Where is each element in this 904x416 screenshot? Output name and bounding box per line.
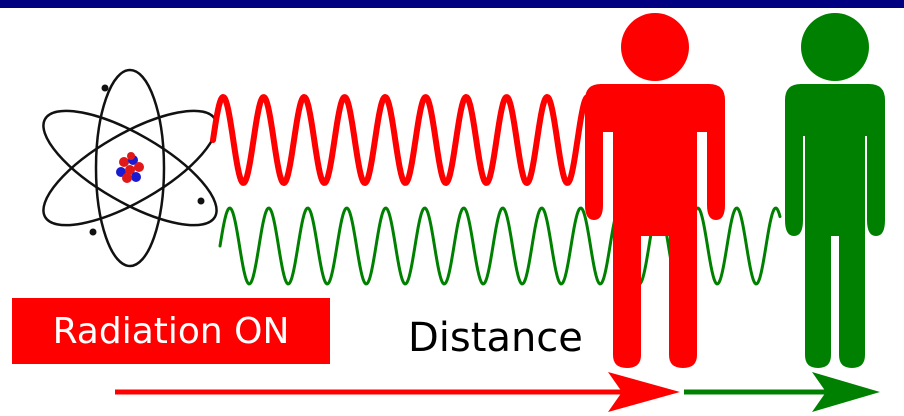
distance-label: Distance [408, 315, 583, 361]
radiation-status-label: Radiation ON [12, 298, 330, 364]
electron [101, 84, 109, 92]
far-person-icon [785, 13, 885, 368]
atom-icon [42, 68, 218, 268]
atom-nucleus [116, 152, 144, 183]
near-radiation-wave [210, 94, 603, 186]
electron [89, 228, 97, 236]
top-bar [0, 0, 904, 8]
electron [197, 197, 205, 205]
far-distance-arrow [684, 372, 880, 412]
near-distance-arrow [115, 372, 680, 412]
near-person-icon [585, 13, 725, 368]
atom-orbit [94, 68, 166, 268]
atom-orbit [42, 109, 218, 227]
